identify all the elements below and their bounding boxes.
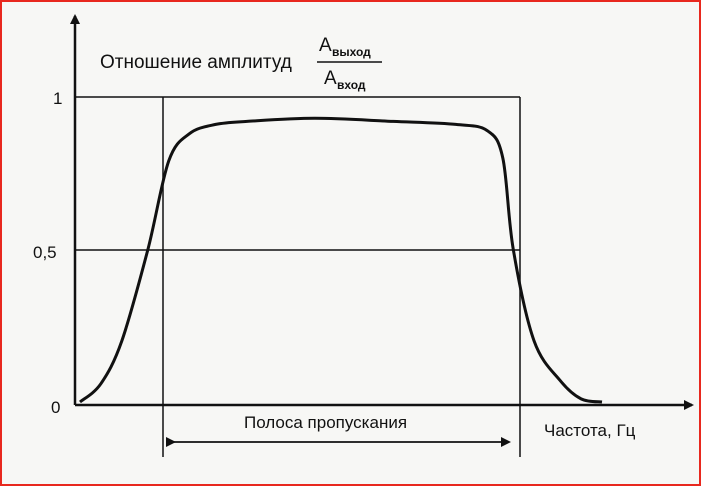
ratio-numerator-base: A (319, 35, 332, 56)
y-tick-label-1: 1 (53, 89, 62, 108)
ratio-numerator-sub: выход (332, 45, 371, 59)
y-tick-label-0: 0 (51, 398, 60, 417)
ratio-denominator-sub: вход (337, 78, 366, 92)
response-curve (79, 116, 603, 404)
passband-label: Полоса пропускания (244, 413, 407, 432)
y-axis-title: Отношение амплитуд (100, 52, 292, 73)
x-axis-label: Частота, Гц (544, 421, 636, 440)
y-tick-label-05: 0,5 (33, 243, 57, 262)
ratio-denominator-base: A (324, 68, 337, 89)
